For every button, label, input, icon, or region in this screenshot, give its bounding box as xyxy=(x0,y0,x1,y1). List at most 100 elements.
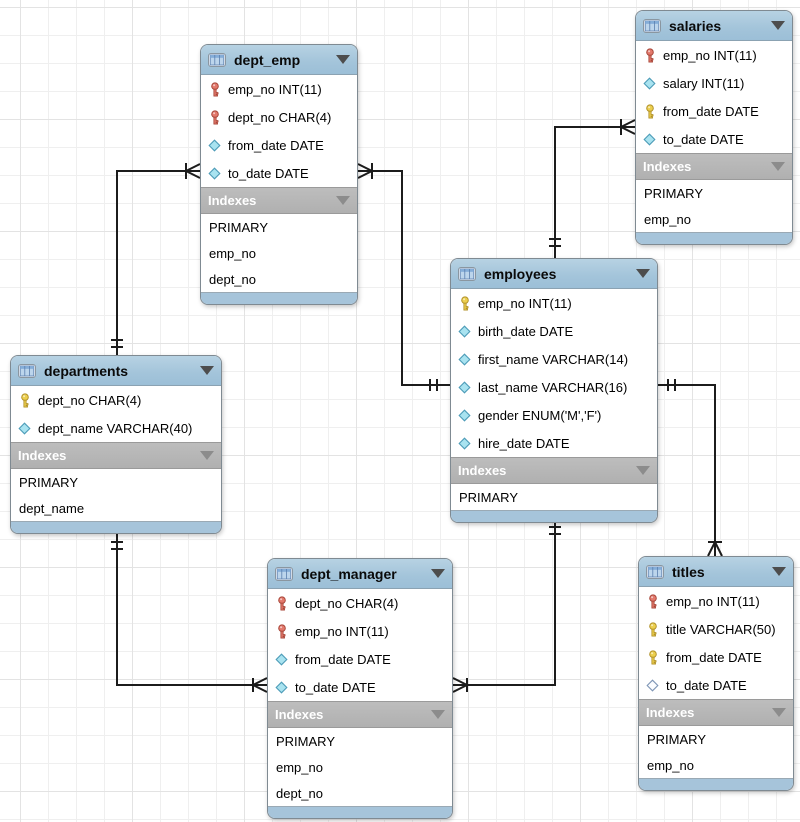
table-name: dept_manager xyxy=(301,565,397,582)
column-row[interactable]: title VARCHAR(50) xyxy=(639,615,793,643)
index-row[interactable]: PRIMARY xyxy=(201,214,357,240)
column-row[interactable]: dept_no CHAR(4) xyxy=(11,386,221,414)
key-yellow-icon xyxy=(646,621,659,637)
column-label: to_date DATE xyxy=(666,677,747,693)
column-row[interactable]: emp_no INT(11) xyxy=(636,41,792,69)
column-row[interactable]: to_date DATE xyxy=(201,159,357,187)
column-row[interactable]: to_date DATE xyxy=(268,673,452,701)
column-row[interactable]: from_date DATE xyxy=(268,645,452,673)
column-row[interactable]: birth_date DATE xyxy=(451,317,657,345)
table-employees[interactable]: employees emp_no INT(11) birth_date DATE f… xyxy=(450,258,658,523)
collapse-arrow-icon[interactable] xyxy=(771,21,785,30)
table-icon xyxy=(643,18,661,33)
column-row[interactable]: from_date DATE xyxy=(201,131,357,159)
column-row[interactable]: gender ENUM('M','F') xyxy=(451,401,657,429)
indexes-section-header[interactable]: Indexes xyxy=(639,699,793,726)
indexes-section-header[interactable]: Indexes xyxy=(636,153,792,180)
table-footer xyxy=(451,510,657,522)
index-row[interactable]: emp_no xyxy=(639,752,793,778)
column-row[interactable]: to_date DATE xyxy=(636,125,792,153)
relationship-departments-dept_manager[interactable] xyxy=(111,530,268,693)
relationship-salaries-employees[interactable] xyxy=(549,119,636,258)
column-label: title VARCHAR(50) xyxy=(666,621,776,637)
table-name: titles xyxy=(672,563,705,580)
column-row[interactable]: first_name VARCHAR(14) xyxy=(451,345,657,373)
collapse-arrow-icon[interactable] xyxy=(772,567,786,576)
collapse-arrow-icon[interactable] xyxy=(431,569,445,578)
column-row[interactable]: to_date DATE xyxy=(639,671,793,699)
collapse-arrow-icon[interactable] xyxy=(771,162,785,171)
index-row[interactable]: dept_name xyxy=(11,495,221,521)
collapse-arrow-icon[interactable] xyxy=(772,708,786,717)
column-row[interactable]: emp_no INT(11) xyxy=(639,587,793,615)
index-row[interactable]: PRIMARY xyxy=(636,180,792,206)
table-salaries[interactable]: salaries emp_no INT(11)salary INT(11) fro… xyxy=(635,10,793,245)
collapse-arrow-icon[interactable] xyxy=(431,710,445,719)
column-row[interactable]: emp_no INT(11) xyxy=(268,617,452,645)
column-row[interactable]: hire_date DATE xyxy=(451,429,657,457)
diamond-filled-icon xyxy=(643,132,656,146)
indexes-section-header[interactable]: Indexes xyxy=(268,701,452,728)
index-row[interactable]: dept_no xyxy=(201,266,357,292)
table-dept_emp[interactable]: dept_emp emp_no INT(11)dept_no CHAR(4) fr… xyxy=(200,44,358,305)
index-row[interactable]: dept_no xyxy=(268,780,452,806)
collapse-arrow-icon[interactable] xyxy=(636,466,650,475)
indexes-title: Indexes xyxy=(275,707,324,722)
column-row[interactable]: dept_no CHAR(4) xyxy=(201,103,357,131)
collapse-arrow-icon[interactable] xyxy=(336,196,350,205)
table-name: departments xyxy=(44,362,129,379)
table-header[interactable]: titles xyxy=(639,557,793,587)
table-footer xyxy=(639,778,793,790)
column-label: birth_date DATE xyxy=(478,323,574,339)
column-label: from_date DATE xyxy=(228,137,324,153)
index-row[interactable]: PRIMARY xyxy=(11,469,221,495)
table-header[interactable]: salaries xyxy=(636,11,792,41)
column-row[interactable]: from_date DATE xyxy=(636,97,792,125)
index-row[interactable]: PRIMARY xyxy=(639,726,793,752)
table-header[interactable]: dept_manager xyxy=(268,559,452,589)
column-label: from_date DATE xyxy=(663,103,759,119)
relationship-dept_emp-departments[interactable] xyxy=(111,163,201,355)
relationship-dept_emp-employees[interactable] xyxy=(357,163,450,391)
table-icon xyxy=(458,266,476,281)
column-row[interactable]: salary INT(11) xyxy=(636,69,792,97)
table-header[interactable]: dept_emp xyxy=(201,45,357,75)
table-icon xyxy=(275,566,293,581)
table-dept_manager[interactable]: dept_manager dept_no CHAR(4)emp_no INT(1… xyxy=(267,558,453,819)
collapse-arrow-icon[interactable] xyxy=(200,366,214,375)
index-row[interactable]: emp_no xyxy=(268,754,452,780)
index-row[interactable]: emp_no xyxy=(201,240,357,266)
table-header[interactable]: departments xyxy=(11,356,221,386)
index-row[interactable]: PRIMARY xyxy=(268,728,452,754)
column-row[interactable]: last_name VARCHAR(16) xyxy=(451,373,657,401)
indexes-section-header[interactable]: Indexes xyxy=(201,187,357,214)
table-titles[interactable]: titles emp_no INT(11) title VARCHAR(50) fr… xyxy=(638,556,794,791)
table-departments[interactable]: departments dept_no CHAR(4)dept_name VAR… xyxy=(10,355,222,534)
column-row[interactable]: emp_no INT(11) xyxy=(201,75,357,103)
collapse-arrow-icon[interactable] xyxy=(636,269,650,278)
indexes-section-header[interactable]: Indexes xyxy=(11,442,221,469)
index-row[interactable]: emp_no xyxy=(636,206,792,232)
table-name: dept_emp xyxy=(234,51,301,68)
columns-section: emp_no INT(11) title VARCHAR(50) from_date… xyxy=(639,587,793,699)
diamond-filled-icon xyxy=(458,324,471,338)
column-row[interactable]: emp_no INT(11) xyxy=(451,289,657,317)
table-footer xyxy=(201,292,357,304)
indexes-section-header[interactable]: Indexes xyxy=(451,457,657,484)
column-row[interactable]: dept_no CHAR(4) xyxy=(268,589,452,617)
column-row[interactable]: dept_name VARCHAR(40) xyxy=(11,414,221,442)
relationship-employees-titles[interactable] xyxy=(658,379,723,557)
index-row[interactable]: PRIMARY xyxy=(451,484,657,510)
collapse-arrow-icon[interactable] xyxy=(200,451,214,460)
relationship-employees-dept_manager[interactable] xyxy=(452,519,561,693)
column-label: to_date DATE xyxy=(295,679,376,695)
column-label: last_name VARCHAR(16) xyxy=(478,379,628,395)
column-row[interactable]: from_date DATE xyxy=(639,643,793,671)
collapse-arrow-icon[interactable] xyxy=(336,55,350,64)
table-header[interactable]: employees xyxy=(451,259,657,289)
column-label: to_date DATE xyxy=(663,131,744,147)
table-icon xyxy=(18,363,36,378)
